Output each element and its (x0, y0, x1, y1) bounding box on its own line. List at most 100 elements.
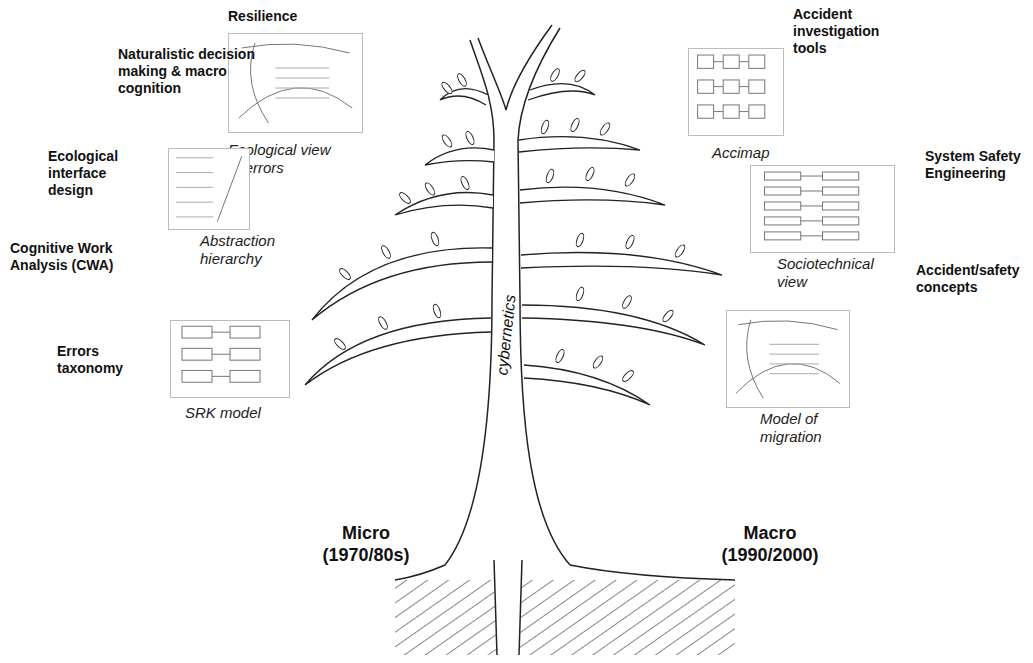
figure-caption: Model of migration (760, 410, 842, 446)
leaf (377, 315, 389, 330)
field-label: Accident investigation tools (793, 6, 898, 57)
figure-caption: Accimap (712, 144, 792, 162)
leaves (333, 67, 687, 383)
trunk-edge (445, 40, 494, 565)
thumbnail-line (239, 88, 352, 118)
leaf (441, 134, 454, 149)
leaf (456, 72, 468, 87)
leaf (540, 119, 550, 134)
thumbnail-box (698, 80, 714, 93)
era-label: Micro (1970/80s) (310, 522, 422, 566)
leaf (430, 231, 440, 246)
branch (305, 318, 491, 385)
leaf (398, 191, 412, 205)
branches (305, 84, 722, 405)
ground (395, 560, 735, 655)
leaf (545, 168, 555, 183)
thumbnail-box (765, 202, 801, 210)
thumbnail-text-line (275, 98, 329, 99)
root (570, 565, 735, 580)
root (519, 560, 522, 655)
thumbnail-figure: Abstraction hierarchy (168, 148, 298, 268)
thumbnail-line (736, 364, 840, 394)
thumbnail-line (212, 332, 230, 333)
branch (522, 305, 705, 345)
thumbnail-line (739, 111, 749, 112)
thumbnail-text-line (275, 88, 329, 89)
trunk-label: cybernetics (493, 294, 519, 376)
root (494, 560, 497, 655)
thumbnail-image (750, 165, 895, 253)
thumbnail-box (749, 105, 765, 118)
thumbnail-figure: Model of migration (726, 310, 850, 446)
branch (521, 253, 722, 276)
leaf (592, 355, 605, 370)
thumbnail-text-line (769, 373, 819, 374)
leaf (338, 267, 352, 281)
leaf (621, 369, 635, 383)
thumbnail-line (212, 354, 230, 355)
leaf (624, 173, 637, 188)
figure-caption: Abstraction hierarchy (200, 232, 298, 268)
thumbnail-image (170, 320, 290, 398)
leaf (674, 244, 687, 259)
thumbnail-image (726, 310, 850, 408)
thumbnail-text-line (769, 354, 819, 355)
thumbnail-text-line (769, 363, 819, 364)
leaf (569, 117, 580, 132)
thumbnail-line (747, 320, 764, 398)
thumbnail-text-line (176, 172, 213, 173)
leaf (424, 182, 437, 197)
thumbnail-box (765, 172, 801, 180)
thumbnail-box (765, 217, 801, 225)
root (395, 565, 445, 580)
thumbnail-line (801, 191, 823, 192)
thumbnail-box (823, 217, 859, 225)
figure-caption: Sociotechnical view (777, 255, 892, 291)
thumbnail-frame (689, 49, 784, 136)
thumbnail-image (688, 48, 784, 136)
leaf (440, 81, 454, 96)
thumbnail-box (823, 172, 859, 180)
thumbnail-line (801, 176, 823, 177)
field-label: Resilience (228, 8, 328, 25)
thumbnail-text-line (176, 202, 213, 203)
thumbnail-frame (751, 166, 895, 253)
ground-hatch (395, 580, 497, 655)
thumbnail-line (801, 220, 823, 221)
leaf (584, 166, 595, 181)
leaf (621, 294, 633, 309)
thumbnail-text-line (769, 344, 819, 345)
field-label: Naturalistic decision making & macro cog… (118, 46, 286, 97)
branch (312, 248, 492, 320)
thumbnail-box (698, 55, 714, 68)
thumbnail-box (230, 370, 260, 382)
leaf (599, 122, 612, 137)
thumbnail-box (230, 326, 260, 338)
thumbnail-box (823, 202, 859, 210)
leaf (573, 69, 587, 84)
field-label: Accident/safety concepts (916, 262, 1028, 296)
field-label: Cognitive Work Analysis (CWA) (10, 240, 132, 274)
leaf (575, 286, 585, 301)
branch (528, 84, 595, 100)
thumbnail-box (723, 55, 739, 68)
leaf (464, 130, 475, 145)
thumbnail-line (714, 61, 724, 62)
field-label: Errors taxonomy (57, 343, 139, 377)
leaf (624, 234, 635, 249)
thumbnail-line (738, 321, 837, 330)
leaf (661, 309, 675, 324)
thumbnail-line (242, 44, 350, 53)
thumbnail-box (765, 232, 801, 240)
thumbnail-box (182, 348, 212, 360)
thumbnail-line (714, 111, 724, 112)
branch (520, 187, 665, 205)
leaf (333, 337, 347, 351)
thumbnail-box (823, 232, 859, 240)
thumbnail-line (739, 61, 749, 62)
thumbnail-image (168, 148, 250, 230)
branch (519, 137, 640, 152)
thumbnail-text-line (275, 78, 329, 79)
